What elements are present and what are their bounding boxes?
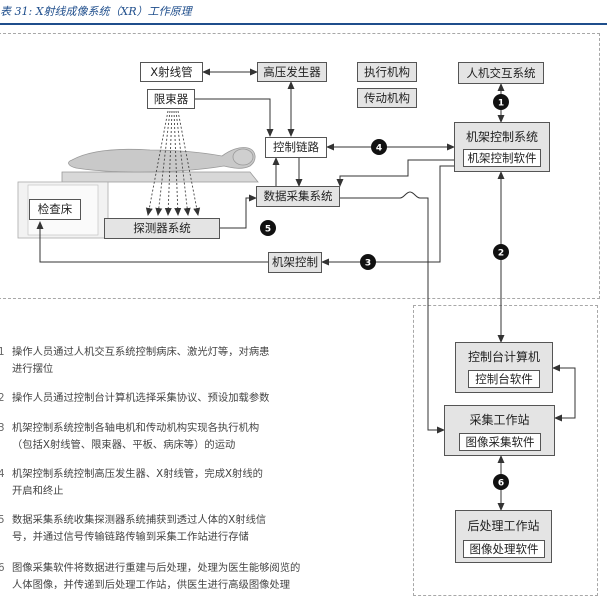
- console-software: 控制台软件: [468, 370, 540, 388]
- step-number: 6: [0, 562, 5, 574]
- actuator-box: 执行机构: [357, 62, 417, 82]
- step-text: 机架控制系统控制高压发生器、X射线管，完成X射线的 开启和终止: [12, 468, 263, 497]
- step-text: 操作人员通过人机交互系统控制病床、激光灯等，对病患 进行摆位: [12, 346, 270, 375]
- image-processing-software: 图像处理软件: [463, 540, 545, 558]
- collimator-box: 限束器: [147, 89, 195, 109]
- gantry-control-system: 机架控制系统 机架控制软件: [454, 122, 550, 172]
- workstation-frame: [413, 305, 598, 596]
- badge-1: 1: [493, 94, 509, 110]
- arrows: [36, 68, 576, 511]
- xray-beam: [145, 110, 201, 216]
- gantry-control-software: 机架控制软件: [463, 149, 541, 167]
- console-computer-title: 控制台计算机: [467, 350, 540, 364]
- gantry-control-system-title: 机架控制系统: [465, 130, 538, 144]
- step-number: 1: [0, 346, 5, 358]
- hv-generator-box: 高压发生器: [257, 62, 327, 82]
- step-text: 数据采集系统收集探测器系统捕获到透过人体的X射线信 号，并通过信号传输链路传输到…: [12, 514, 267, 543]
- caption-rule: [0, 23, 607, 25]
- step-number: 3: [0, 422, 5, 434]
- top-frame: [0, 33, 600, 299]
- step-text: 操作人员通过控制台计算机选择采集协议、预设加载参数: [12, 392, 270, 404]
- step-number: 2: [0, 392, 5, 404]
- svg-text:2: 2: [498, 249, 504, 259]
- console-computer: 控制台计算机 控制台软件: [455, 342, 553, 393]
- step-text: 图像采集软件将数据进行重建与后处理，处理为医生能够阅览的 人体图像，并传递到后处…: [12, 562, 301, 591]
- svg-text:6: 6: [498, 479, 504, 489]
- image-acquisition-software: 图像采集软件: [459, 433, 541, 451]
- badge-4: 4: [371, 139, 387, 155]
- transmission-box: 传动机构: [357, 88, 417, 108]
- badge-5: 5: [260, 220, 276, 236]
- exam-bed-box: 检查床: [29, 199, 81, 220]
- svg-text:3: 3: [365, 259, 371, 269]
- svg-text:1: 1: [498, 99, 504, 109]
- data-acquisition-box: 数据采集系统: [256, 186, 340, 207]
- acquisition-workstation-title: 采集工作站: [469, 413, 530, 427]
- patient-figure: [68, 147, 256, 173]
- postprocessing-workstation-title: 后处理工作站: [467, 519, 540, 533]
- badge-2: 2: [493, 244, 509, 260]
- step-number: 4: [0, 468, 5, 480]
- acquisition-workstation: 采集工作站 图像采集软件: [444, 405, 555, 456]
- hmi-system-box: 人机交互系统: [458, 62, 544, 84]
- badge-3: 3: [360, 254, 376, 270]
- detector-system-box: 探测器系统: [104, 218, 220, 239]
- figure-caption: 表 31: X射线成像系统（XR）工作原理: [0, 5, 192, 18]
- svg-text:5: 5: [265, 225, 271, 235]
- gantry-control-box: 机架控制: [268, 252, 322, 273]
- badge-6: 6: [493, 474, 509, 490]
- step-number: 5: [0, 514, 5, 526]
- svg-text:4: 4: [376, 144, 382, 154]
- postprocessing-workstation: 后处理工作站 图像处理软件: [455, 510, 552, 563]
- control-link-box: 控制链路: [265, 137, 327, 158]
- xray-tube-box: X射线管: [140, 62, 203, 82]
- step-text: 机架控制系统控制各轴电机和传动机构实现各执行机构 （包括X射线管、限束器、平板、…: [12, 422, 260, 451]
